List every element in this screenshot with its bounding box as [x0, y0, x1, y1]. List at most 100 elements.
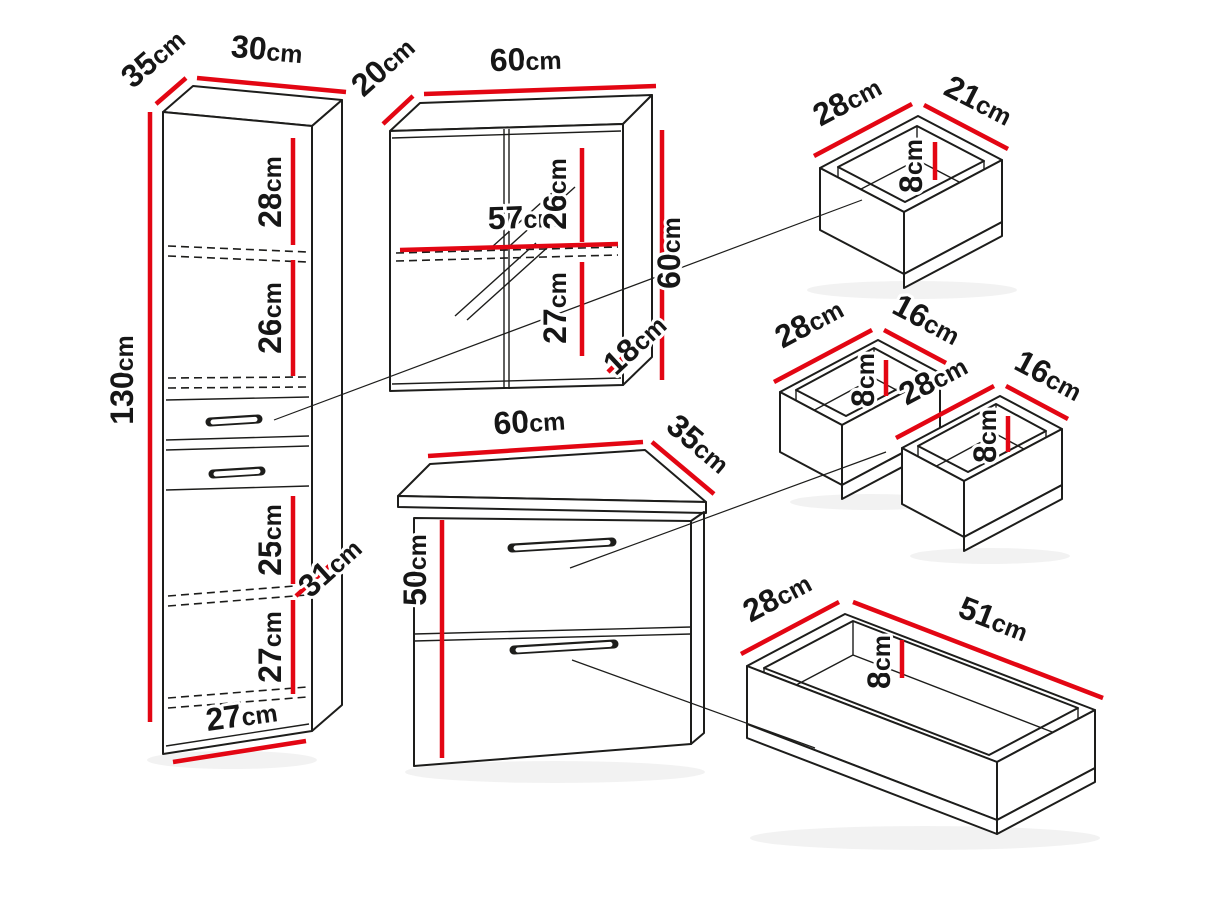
dimline-tall-inner-width [172, 738, 307, 765]
dim-value: 27 [203, 697, 243, 738]
base-cabinet-drawing [397, 449, 707, 767]
dimline-wall-width [423, 83, 657, 97]
mid-left-drawer-inner-rim [795, 347, 925, 417]
wall-cabinet-drawing [389, 94, 653, 392]
dim-value: 8 [861, 671, 897, 689]
dim-unit: cm [259, 156, 287, 192]
dim-wall-width: 60cm [489, 40, 562, 78]
dim-value: 50 [397, 570, 433, 606]
dimension-lines [147, 75, 1104, 765]
dimline-tall-inner-depth [294, 556, 340, 598]
wall-cabinet-door-lines [391, 129, 622, 389]
base-cabinet-drawer-gap [413, 626, 692, 642]
dim-unit: cm [404, 534, 432, 570]
dimline-mid-right-depth [894, 384, 996, 440]
dimline-mid-left-width [882, 328, 948, 365]
dim-unit: cm [259, 611, 287, 647]
dimline-wall-depth [381, 94, 415, 126]
dim-unit: cm [544, 272, 572, 308]
dim-unit: cm [852, 353, 880, 389]
dim-tall-section-bottom: 27cm [252, 611, 288, 683]
dim-value: 8 [967, 445, 1003, 463]
dim-tall-width: 30cm [230, 28, 305, 70]
dim-value: 28 [252, 192, 288, 228]
large-drawer-drawing [746, 613, 1096, 835]
dim-value: 60 [489, 41, 526, 78]
dim-mid-right-height: 8cm [967, 409, 1003, 463]
shadows [147, 281, 1100, 850]
dim-wall-section-upper: 26cm [537, 158, 573, 230]
mid-right-drawer-inner-rim [917, 403, 1047, 473]
dim-unit: cm [900, 139, 928, 175]
dim-value: 27 [537, 308, 573, 344]
dim-unit: cm [523, 205, 560, 234]
dim-tall-section-top: 28cm [252, 156, 288, 228]
dim-value: 60 [492, 403, 530, 441]
dim-tall-inner-width: 27cm [203, 692, 279, 738]
dimline-wall-inner-width [399, 241, 619, 253]
large-drawer-right-band [996, 767, 1096, 835]
dim-tall-section-third: 25cm [252, 504, 288, 576]
dim-value: 130 [104, 371, 140, 424]
tall-cabinet-drawer-section [165, 396, 310, 491]
dimline-tall-depth [154, 76, 188, 106]
leader-small-drawer-to-tall-cabinet [273, 199, 863, 421]
dim-value: 27 [252, 647, 288, 683]
leader-large-drawer-to-base-cabinet [571, 659, 816, 749]
dim-value: 26 [537, 194, 573, 230]
mid-right-drawer-drawing [901, 395, 1063, 552]
large-drawer-inner-rim [763, 620, 1079, 756]
small-drawer-front-band [903, 221, 1003, 289]
dim-unit: cm [265, 38, 303, 69]
dim-value: 8 [845, 389, 881, 407]
dimline-tall-width [196, 75, 347, 95]
dim-wall-height: 60cm [651, 217, 687, 289]
dim-value: 30 [230, 28, 269, 67]
small-drawer-drawing [819, 115, 1003, 289]
dim-small-drawer-height: 8cm [893, 139, 929, 193]
dimline-wall-shelf-depth [606, 342, 639, 374]
dim-unit: cm [111, 335, 139, 371]
dim-large-drawer-width: 51cm [954, 589, 1034, 648]
dimline-small-drawer-depth [812, 102, 914, 158]
dimline-small-drawer-width [922, 103, 1010, 151]
dimline-large-drawer-depth [739, 600, 841, 656]
dim-tall-section-second: 26cm [252, 282, 288, 354]
dim-large-drawer-height: 8cm [861, 635, 897, 689]
dim-base-depth: 35cm [660, 407, 738, 481]
dim-base-height: 50cm [397, 534, 433, 606]
dim-unit: cm [259, 282, 287, 318]
dim-unit: cm [658, 217, 686, 253]
dim-value: 26 [252, 318, 288, 354]
dim-unit: cm [240, 699, 280, 732]
dim-wall-section-lower: 27cm [537, 272, 573, 344]
dimline-large-drawer-width [852, 599, 1104, 701]
dim-value: 60 [651, 253, 687, 289]
base-cabinet-countertop [397, 449, 707, 503]
dimline-base-width [427, 439, 644, 459]
dim-unit: cm [528, 408, 566, 438]
dim-value: 57 [487, 199, 524, 236]
base-cabinet-countertop-edge [397, 495, 707, 514]
dimline-base-depth [650, 440, 716, 496]
dim-mid-right-width: 16cm [1009, 343, 1089, 408]
dim-unit: cm [974, 409, 1002, 445]
dim-base-width: 60cm [492, 401, 566, 442]
dim-value: 25 [252, 540, 288, 576]
dimline-mid-left-depth [772, 328, 874, 384]
base-cabinet-right-side-face [690, 511, 705, 745]
leader-mid-drawer-to-base-cabinet [569, 451, 887, 569]
dim-unit: cm [525, 47, 562, 76]
dimline-mid-right-width [1004, 384, 1070, 421]
dim-wall-depth: 20cm [344, 28, 421, 103]
dim-wall-inner-width: 57cm [487, 198, 560, 236]
dim-small-drawer-width: 21cm [939, 68, 1019, 133]
dim-tall-height: 130cm [104, 335, 140, 425]
wall-cabinet-shelf-dashed [395, 246, 619, 262]
tall-cabinet-right-side-face [311, 99, 343, 732]
small-drawer-inner-rim [837, 125, 985, 203]
dim-mid-left-height: 8cm [845, 353, 881, 407]
tall-cabinet-front-face [162, 111, 313, 755]
